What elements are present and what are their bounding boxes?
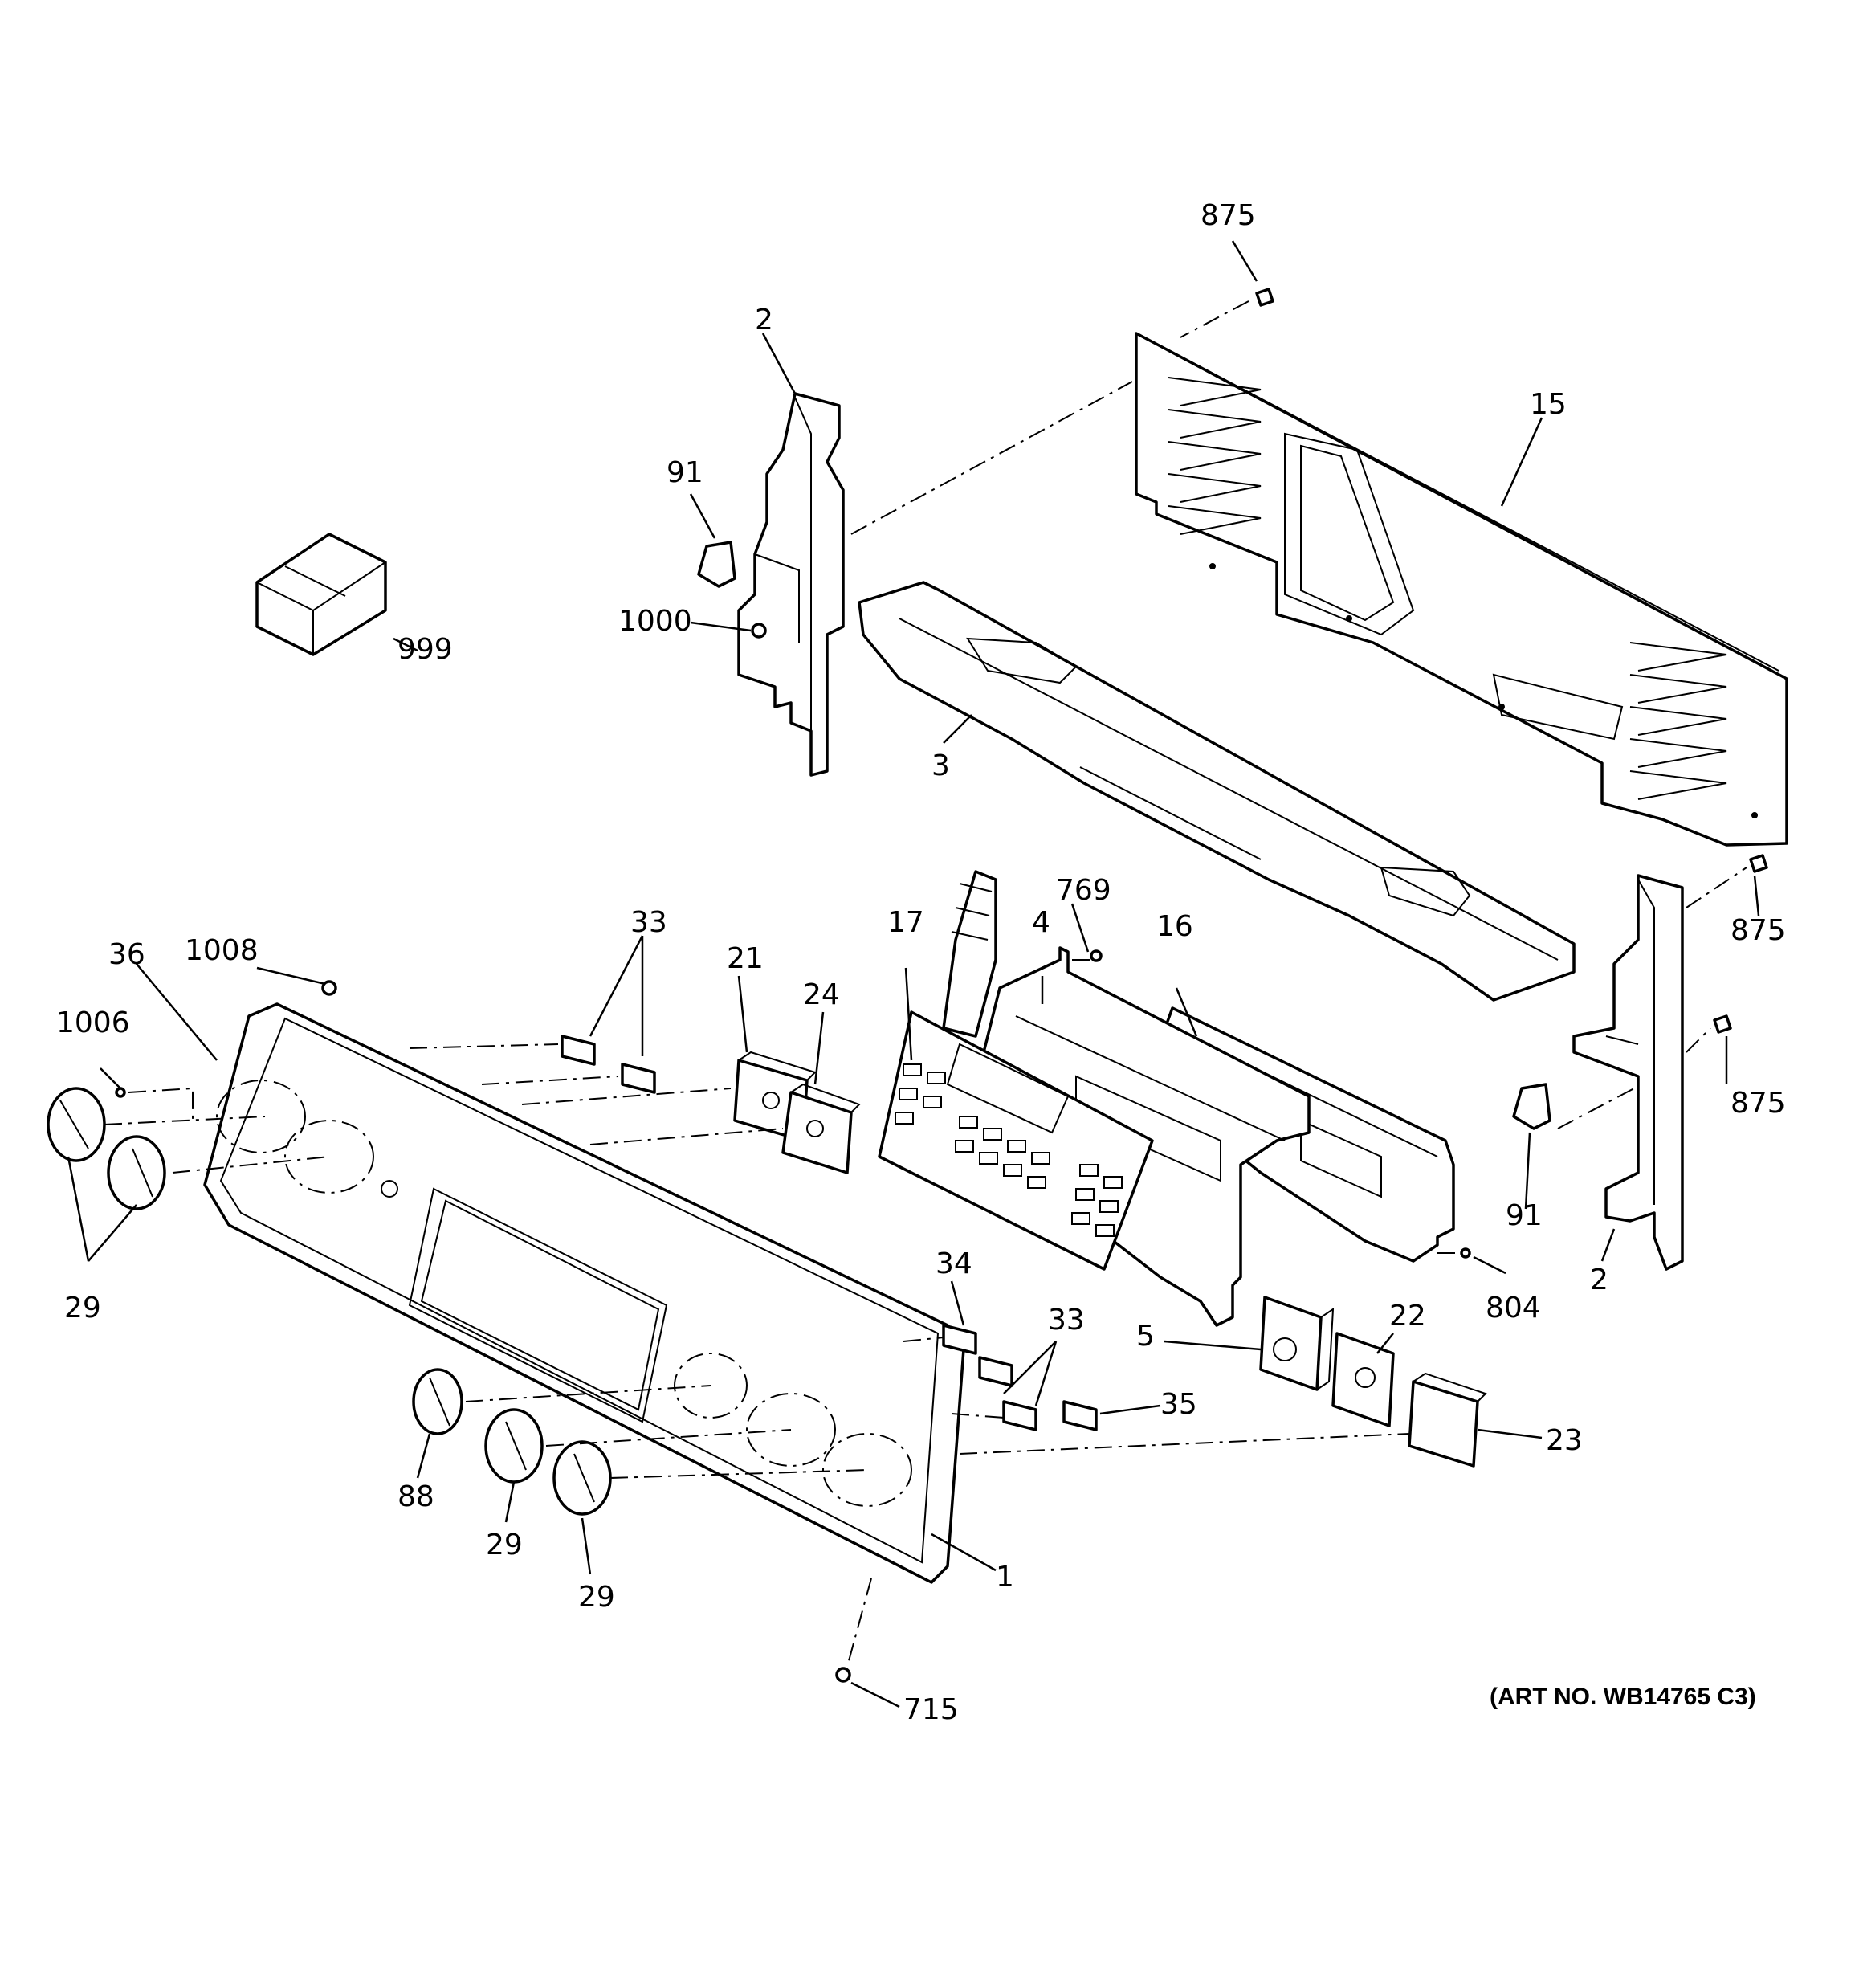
callout-2-left: 2: [755, 304, 773, 337]
callout-17: 17: [887, 906, 924, 939]
callout-875-low: 875: [1731, 1087, 1786, 1120]
rear-vent-panel: [1135, 332, 1788, 847]
keypad-buttons: [895, 1063, 1123, 1237]
switch-clip-34: [942, 1324, 977, 1355]
infinite-switch-22: [1331, 1332, 1395, 1427]
knob-29-d: [552, 1440, 612, 1516]
callout-29-mid: 29: [486, 1529, 523, 1561]
oven-switch-24: [781, 1083, 861, 1174]
knob-88: [412, 1368, 463, 1435]
callout-33-low: 33: [1048, 1304, 1085, 1337]
callout-15: 15: [1530, 388, 1567, 421]
keypad-overlay: [878, 870, 1154, 1271]
parts-box: [255, 533, 387, 656]
callout-999: 999: [397, 633, 453, 666]
assembly-lines: [104, 300, 1747, 1668]
callout-4: 4: [1032, 906, 1050, 939]
callout-3: 3: [932, 749, 950, 782]
art-number: (ART NO. WB14765 C3): [1490, 1684, 1756, 1710]
callout-36: 36: [108, 938, 145, 971]
callout-88: 88: [397, 1480, 434, 1513]
callout-29-low: 29: [578, 1581, 615, 1614]
callout-91-right: 91: [1506, 1199, 1543, 1232]
callout-1006: 1006: [56, 1006, 130, 1039]
vent-louvers-right: [1629, 642, 1727, 800]
callout-1: 1: [996, 1561, 1014, 1594]
callout-804: 804: [1486, 1292, 1541, 1325]
callout-5: 5: [1136, 1320, 1155, 1353]
callout-1008: 1008: [185, 934, 259, 967]
knob-29-c: [484, 1408, 544, 1484]
callout-23: 23: [1546, 1424, 1583, 1457]
callout-875-mid: 875: [1731, 914, 1786, 947]
indicator-light-35: [1062, 1400, 1098, 1431]
infinite-switch-5: [1259, 1296, 1335, 1391]
control-trim-bar: [858, 581, 1576, 1002]
callout-labels: 875 2 15 91 1000 999 3 875 875 769 4 16 …: [56, 199, 1786, 1726]
callout-2-right: 2: [1590, 1263, 1608, 1296]
infinite-switch-23: [1408, 1372, 1487, 1468]
vent-louvers-left: [1168, 377, 1262, 535]
callout-1000: 1000: [618, 605, 692, 638]
screws: [115, 288, 1768, 1683]
callout-16: 16: [1156, 910, 1193, 943]
callout-33-top: 33: [630, 906, 667, 939]
callout-24: 24: [803, 978, 840, 1011]
callout-715: 715: [903, 1693, 959, 1726]
panel-dial-markings: [216, 1080, 912, 1507]
callout-875-top: 875: [1201, 199, 1256, 232]
switch-clips-33-top: [561, 1035, 656, 1094]
callout-91-left: 91: [667, 456, 703, 489]
knob-29-b: [107, 1135, 166, 1210]
callout-21: 21: [727, 942, 764, 975]
callout-22: 22: [1389, 1300, 1426, 1333]
knob-29-a: [47, 1087, 106, 1162]
wire-clips-91: [697, 541, 1551, 1130]
right-side-bracket: [1572, 874, 1684, 1271]
left-side-bracket: [737, 392, 845, 777]
switch-clips-33-low: [978, 1356, 1037, 1431]
callout-35: 35: [1160, 1388, 1197, 1421]
knobs: [47, 1087, 612, 1516]
leader-lines: [67, 240, 1760, 1708]
callout-29-left: 29: [64, 1292, 101, 1325]
callout-34: 34: [936, 1247, 972, 1280]
callout-769: 769: [1056, 874, 1111, 907]
